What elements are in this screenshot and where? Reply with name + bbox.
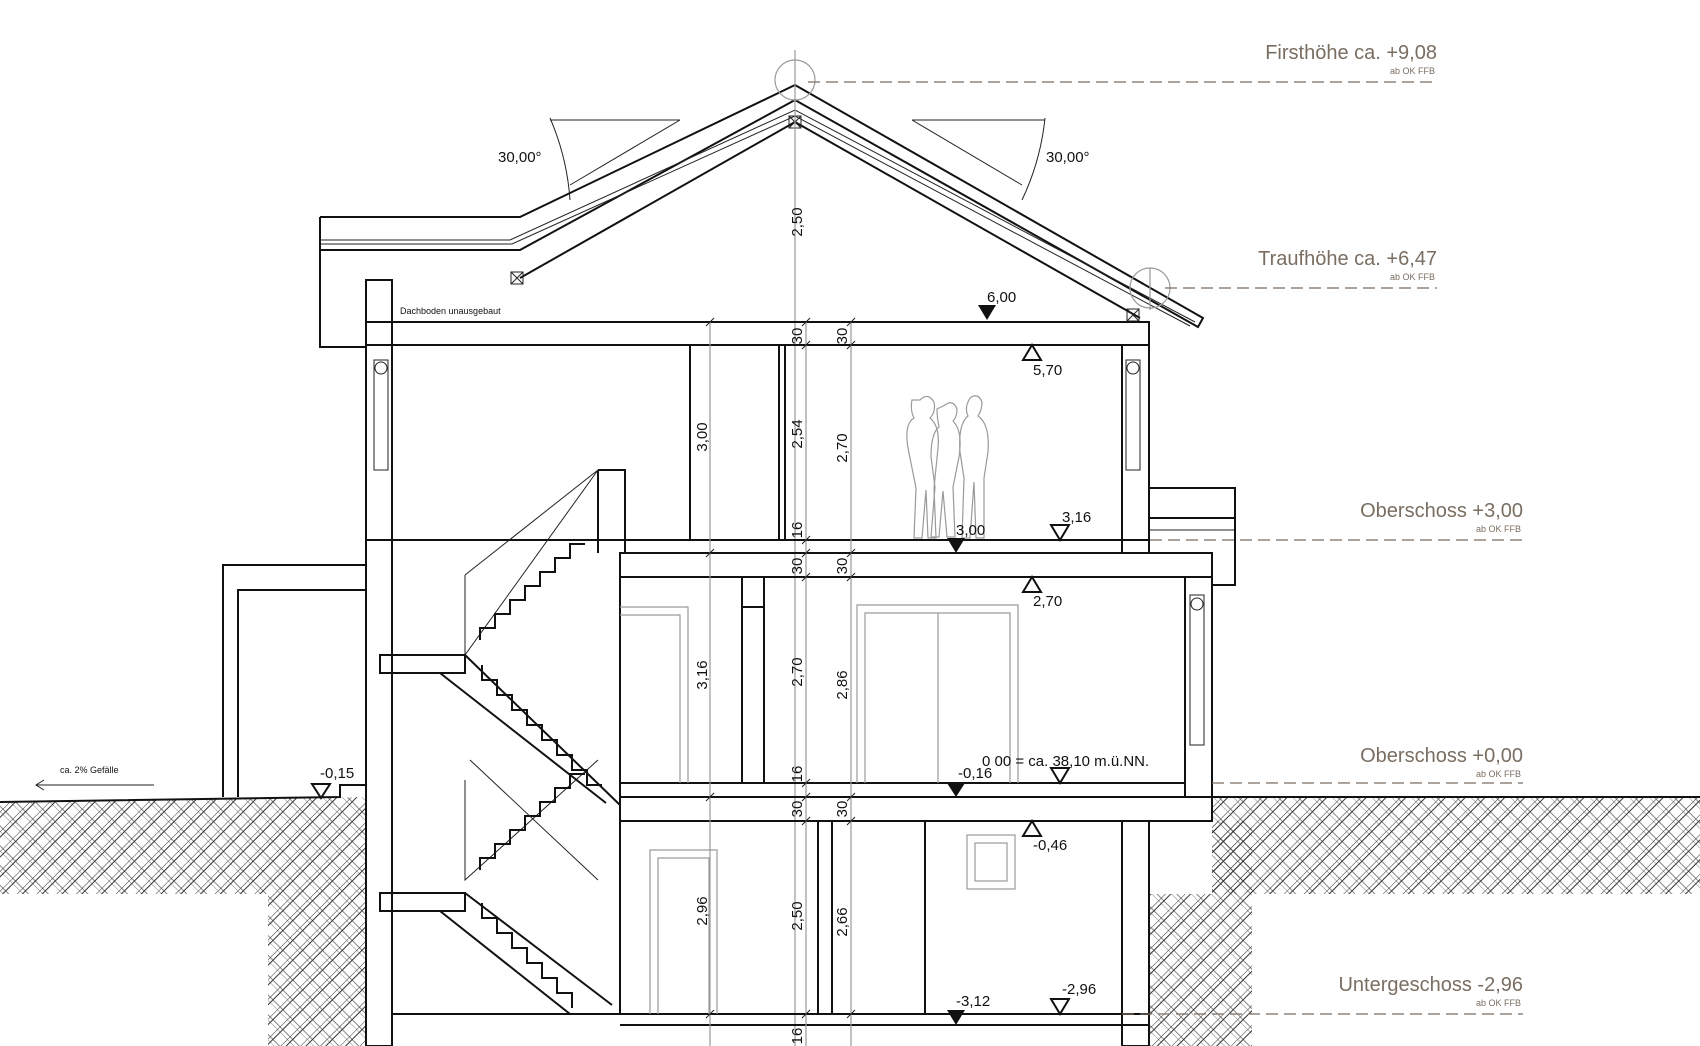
walls: [365, 279, 1236, 1046]
dim-slab: 30: [834, 558, 851, 575]
dim-slab: 30: [789, 558, 806, 575]
reference-height-label: 0 00 = ca. 38,10 m.ü.NN.: [982, 753, 1149, 770]
elevation-3-00: 3,00: [956, 522, 985, 539]
dim-slab: 30: [834, 328, 851, 345]
doors: [620, 604, 1019, 1014]
level-label-basement: Untergeschoss -2,96: [1338, 974, 1523, 996]
elevation-minus-2-96: -2,96: [1062, 981, 1096, 998]
dim-clear-ug: 2,50: [789, 901, 806, 930]
roof: [319, 50, 1205, 1046]
dim-room-eg: 2,86: [834, 670, 851, 699]
dim-slab: 30: [789, 801, 806, 818]
level-annotations: Firsthöhe ca. +9,08 ab OK FFB Traufhöhe …: [808, 42, 1523, 1015]
elevation-minus-0-46: -0,46: [1033, 837, 1067, 854]
dimension-lines: 2,50 30 30 3,00 2,54 2,70 16 30 30 3,16 …: [694, 207, 856, 1046]
level-label-ground-floor: Oberschoss +0,00: [1360, 745, 1523, 767]
dim-slab: 30: [834, 801, 851, 818]
level-label-eaves: Traufhöhe ca. +6,47: [1258, 248, 1437, 270]
level-sub-ridge: ab OK FFB: [1390, 66, 1435, 76]
elevation-5-70: 5,70: [1033, 362, 1062, 379]
elevation-markers: 6,00 5,70 3,16 3,00 2,70 -0,16 0 00 = ca…: [310, 289, 1149, 1025]
elevation-minus-0-15: -0,15: [320, 765, 354, 782]
dim-attic-height: 2,50: [789, 207, 806, 236]
roof-angle-left: 30,00°: [498, 149, 542, 166]
elevation-6-00: 6,00: [987, 289, 1016, 306]
dim-screed: 16: [789, 1028, 806, 1045]
elevation-minus-3-12: -3,12: [956, 993, 990, 1010]
level-sub-basement: ab OK FFB: [1476, 998, 1521, 1008]
dim-room-og: 2,70: [834, 433, 851, 462]
dim-screed: 16: [789, 766, 806, 783]
slope-arrow: [35, 779, 154, 791]
roof-angle-right: 30,00°: [1046, 149, 1090, 166]
elevation-minus-0-16: -0,16: [958, 765, 992, 782]
dim-storey-eg: 3,16: [694, 660, 711, 689]
carport-frame: [222, 564, 366, 797]
people-silhouettes: [906, 395, 989, 539]
dim-room-ug: 2,66: [834, 907, 851, 936]
earth-hatching: [0, 784, 1700, 1046]
dim-slab: 30: [789, 328, 806, 345]
elevation-2-70: 2,70: [1033, 593, 1062, 610]
level-sub-upper-floor: ab OK FFB: [1476, 524, 1521, 534]
dim-storey-og: 3,00: [694, 422, 711, 451]
level-sub-eaves: ab OK FFB: [1390, 272, 1435, 282]
filled-level-triangle: [978, 305, 996, 320]
elevation-3-16: 3,16: [1062, 509, 1091, 526]
slope-label: ca. 2% Gefälle: [60, 765, 119, 775]
dim-screed: 16: [789, 522, 806, 539]
open-level-triangle: [1021, 343, 1043, 361]
staircase: [379, 469, 626, 1015]
ground-line-left: [0, 784, 366, 803]
level-sub-ground-floor: ab OK FFB: [1476, 769, 1521, 779]
dim-clear-eg: 2,70: [789, 657, 806, 686]
dim-clear-og: 2,54: [789, 419, 806, 448]
attic-label: Dachboden unausgebaut: [400, 306, 501, 316]
level-label-ridge: Firsthöhe ca. +9,08: [1265, 42, 1437, 64]
level-label-upper-floor: Oberschoss +3,00: [1360, 500, 1523, 522]
dim-storey-ug: 2,96: [694, 896, 711, 925]
